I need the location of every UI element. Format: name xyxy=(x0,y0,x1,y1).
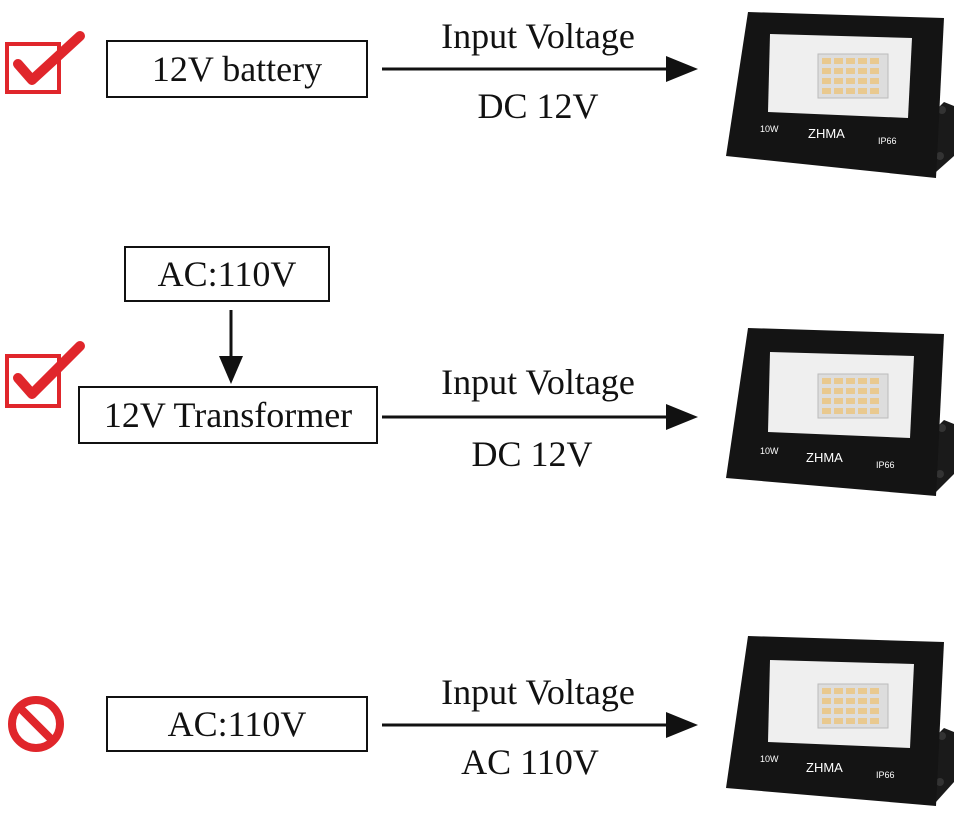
light-brand: ZHMA xyxy=(806,450,843,465)
light-wattage: 10W xyxy=(760,754,779,764)
upstream-label: AC:110V xyxy=(157,254,297,294)
light-brand: ZHMA xyxy=(806,760,843,775)
source-label: 12V Transformer xyxy=(103,395,353,435)
flood-light-image: 10W ZHMA IP66 xyxy=(722,324,958,500)
arrow-bottom-label: DC 12V xyxy=(471,434,593,474)
source-box: 12V Transformer xyxy=(78,386,378,444)
right-arrow-icon xyxy=(382,404,698,430)
down-arrow-icon xyxy=(219,310,243,384)
source-box: AC:110V xyxy=(106,696,368,752)
light-rating: IP66 xyxy=(878,136,897,146)
arrow-top-label: Input Voltage xyxy=(441,362,635,402)
arrow-top-label: Input Voltage xyxy=(441,672,635,712)
arrow-bottom-label: AC 110V xyxy=(461,742,599,782)
right-arrow-icon xyxy=(382,56,698,82)
checkmark-box-icon xyxy=(4,30,86,96)
source-label: AC:110V xyxy=(167,704,307,744)
right-arrow-icon xyxy=(382,712,698,738)
light-wattage: 10W xyxy=(760,446,779,456)
flood-light-image: 10W ZHMA IP66 xyxy=(722,6,958,180)
prohibited-icon xyxy=(6,694,66,754)
source-label: 12V battery xyxy=(151,49,323,89)
light-wattage: 10W xyxy=(760,124,779,134)
checkmark-box-icon xyxy=(4,340,86,410)
arrow-bottom-label: DC 12V xyxy=(477,86,599,126)
light-brand: ZHMA xyxy=(808,126,845,141)
source-box: 12V battery xyxy=(106,40,368,98)
flood-light-image: 10W ZHMA IP66 xyxy=(722,632,958,810)
upstream-box: AC:110V xyxy=(124,246,330,302)
light-rating: IP66 xyxy=(876,460,895,470)
light-rating: IP66 xyxy=(876,770,895,780)
arrow-top-label: Input Voltage xyxy=(441,16,635,56)
